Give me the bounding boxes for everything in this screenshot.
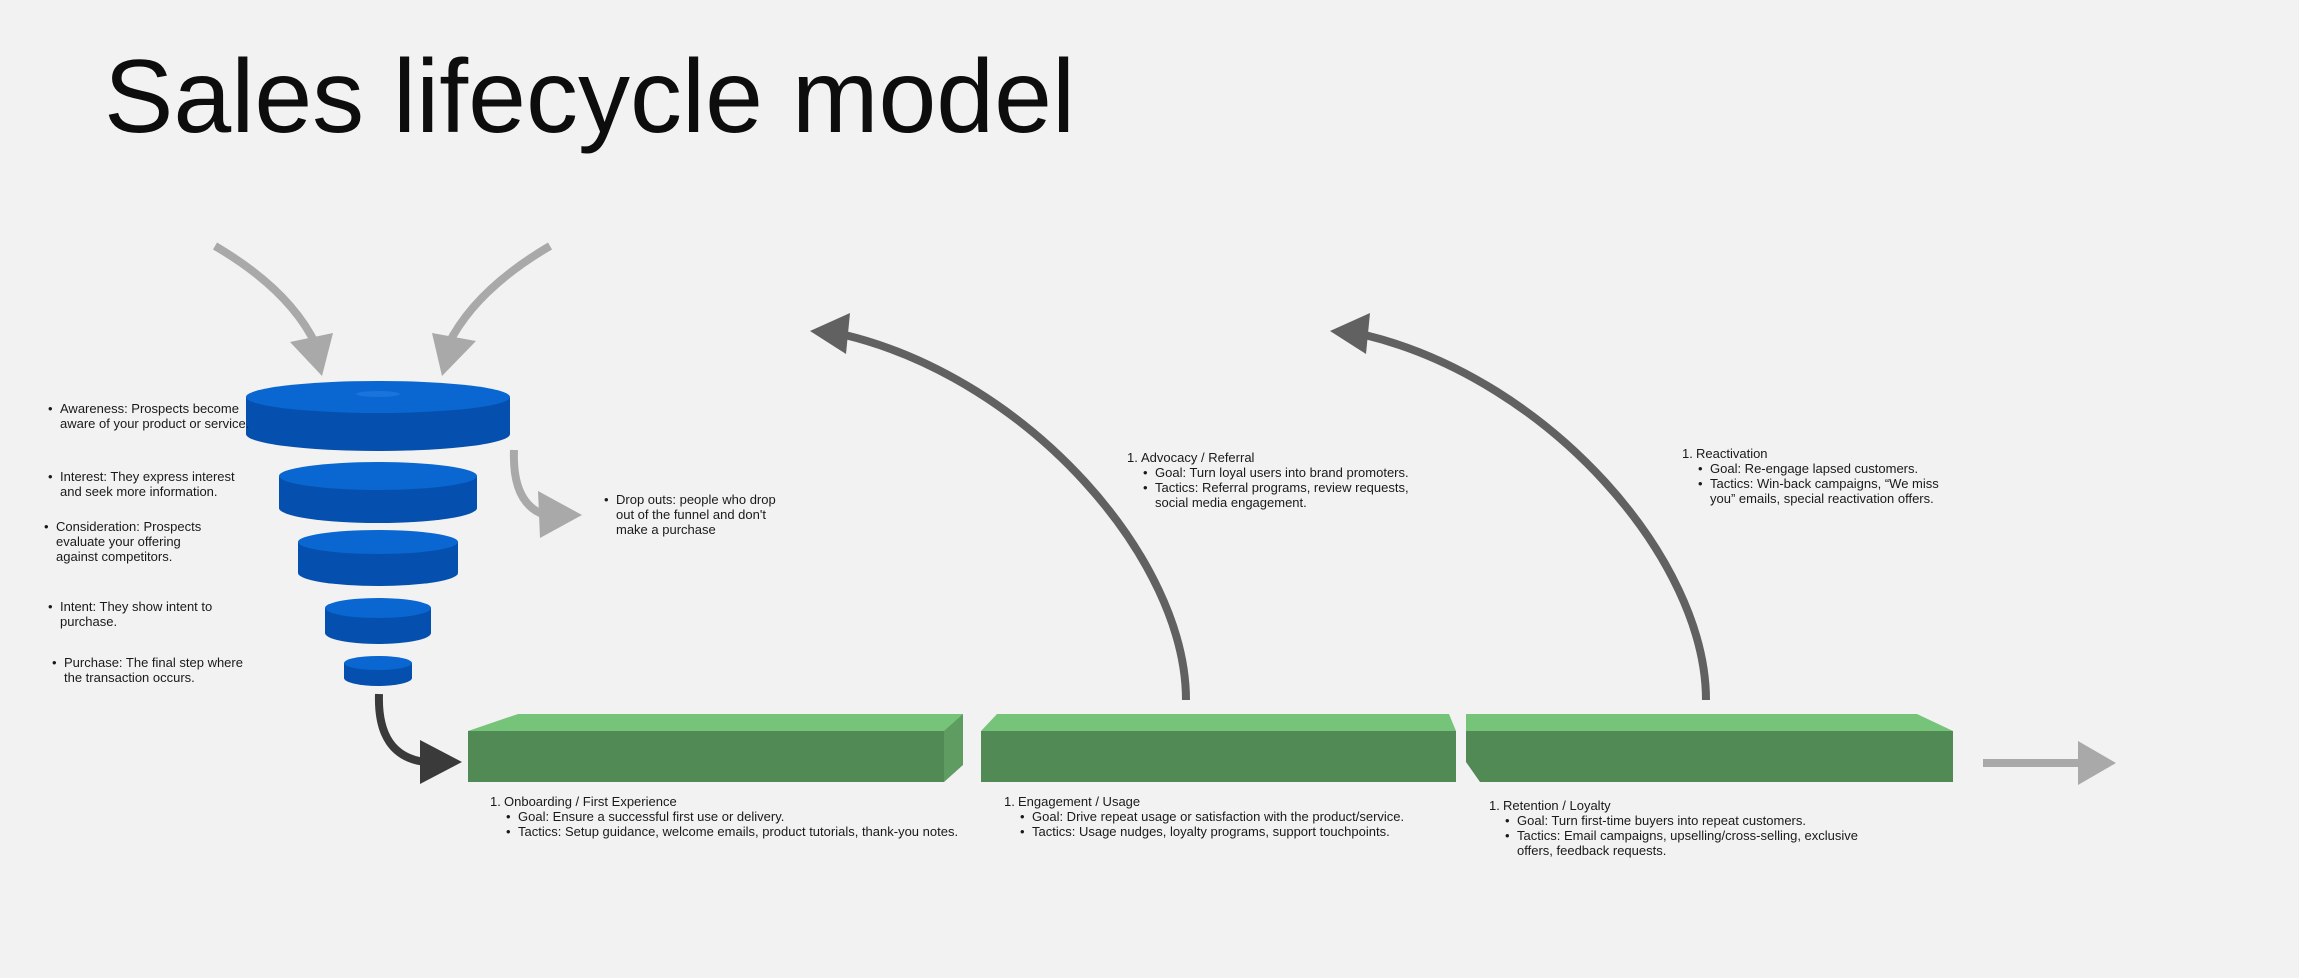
dropout-arrow xyxy=(509,449,582,538)
stage-number: 1. xyxy=(490,794,501,809)
funnel-label-interest-text: Interest: They express interest and seek… xyxy=(46,469,251,499)
stage-name: Engagement / Usage xyxy=(1018,794,1141,809)
loop-number: 1. xyxy=(1682,446,1693,461)
stage-note-retention: 1.Retention / Loyalty Goal: Turn first-t… xyxy=(1489,798,1889,858)
funnel-label-purchase: Purchase: The final step where the trans… xyxy=(50,655,260,685)
funnel-exit-arrow xyxy=(374,693,462,784)
page-title: Sales lifecycle model xyxy=(104,39,1076,155)
funnel-label-awareness-text: Awareness: Prospects become aware of you… xyxy=(46,401,256,431)
stage-goal: Goal: Ensure a successful first use or d… xyxy=(490,809,960,824)
inflow-arrow-left xyxy=(212,242,333,376)
stage-bar-engagement xyxy=(981,714,1456,782)
funnel-disc-awareness xyxy=(246,381,510,451)
stage-note-engagement: 1.Engagement / Usage Goal: Drive repeat … xyxy=(1004,794,1454,839)
stage-tactics: Tactics: Usage nudges, loyalty programs,… xyxy=(1004,824,1454,839)
funnel-label-consideration: Consideration: Prospects evaluate your o… xyxy=(42,519,217,564)
loop-note-reactivation: 1.Reactivation Goal: Re-engage lapsed cu… xyxy=(1682,446,1942,506)
loop-tactics: Tactics: Win-back campaigns, “We miss yo… xyxy=(1682,476,1942,506)
stage-goal: Goal: Drive repeat usage or satisfaction… xyxy=(1004,809,1454,824)
loop-goal: Goal: Turn loyal users into brand promot… xyxy=(1127,465,1417,480)
funnel-disc-consideration xyxy=(298,530,458,586)
stage-number: 1. xyxy=(1004,794,1015,809)
loop-number: 1. xyxy=(1127,450,1138,465)
stage-name: Retention / Loyalty xyxy=(1503,798,1611,813)
funnel-label-awareness: Awareness: Prospects become aware of you… xyxy=(46,401,256,431)
loop-name: Advocacy / Referral xyxy=(1141,450,1255,465)
loop-goal: Goal: Re-engage lapsed customers. xyxy=(1682,461,1942,476)
inflow-arrow-right xyxy=(432,242,553,376)
reactivation-loop-arrow xyxy=(1330,313,1710,701)
funnel-label-intent-text: Intent: They show intent to purchase. xyxy=(46,599,236,629)
funnel-label-consideration-text: Consideration: Prospects evaluate your o… xyxy=(42,519,217,564)
funnel-label-intent: Intent: They show intent to purchase. xyxy=(46,599,236,629)
exit-arrow xyxy=(1983,741,2116,785)
stage-tactics: Tactics: Setup guidance, welcome emails,… xyxy=(490,824,960,839)
funnel-disc-intent xyxy=(325,598,431,644)
funnel-label-interest: Interest: They express interest and seek… xyxy=(46,469,251,499)
advocacy-loop-arrow xyxy=(810,313,1190,701)
dropouts-label-text: Drop outs: people who drop out of the fu… xyxy=(602,492,787,537)
funnel-disc-interest xyxy=(279,462,477,523)
stage-goal: Goal: Turn first-time buyers into repeat… xyxy=(1489,813,1889,828)
stage-tactics: Tactics: Email campaigns, upselling/cros… xyxy=(1489,828,1889,858)
stage-number: 1. xyxy=(1489,798,1500,813)
funnel xyxy=(246,381,510,686)
stage-bar-onboarding xyxy=(468,714,963,782)
stage-name: Onboarding / First Experience xyxy=(504,794,677,809)
loop-tactics: Tactics: Referral programs, review reque… xyxy=(1127,480,1417,510)
dropouts-label: Drop outs: people who drop out of the fu… xyxy=(602,492,787,537)
stage-bar-retention xyxy=(1466,714,1953,782)
funnel-disc-purchase xyxy=(344,656,412,686)
funnel-label-purchase-text: Purchase: The final step where the trans… xyxy=(50,655,260,685)
loop-name: Reactivation xyxy=(1696,446,1768,461)
loop-note-advocacy: 1.Advocacy / Referral Goal: Turn loyal u… xyxy=(1127,450,1417,510)
stage-note-onboarding: 1.Onboarding / First Experience Goal: En… xyxy=(490,794,960,839)
